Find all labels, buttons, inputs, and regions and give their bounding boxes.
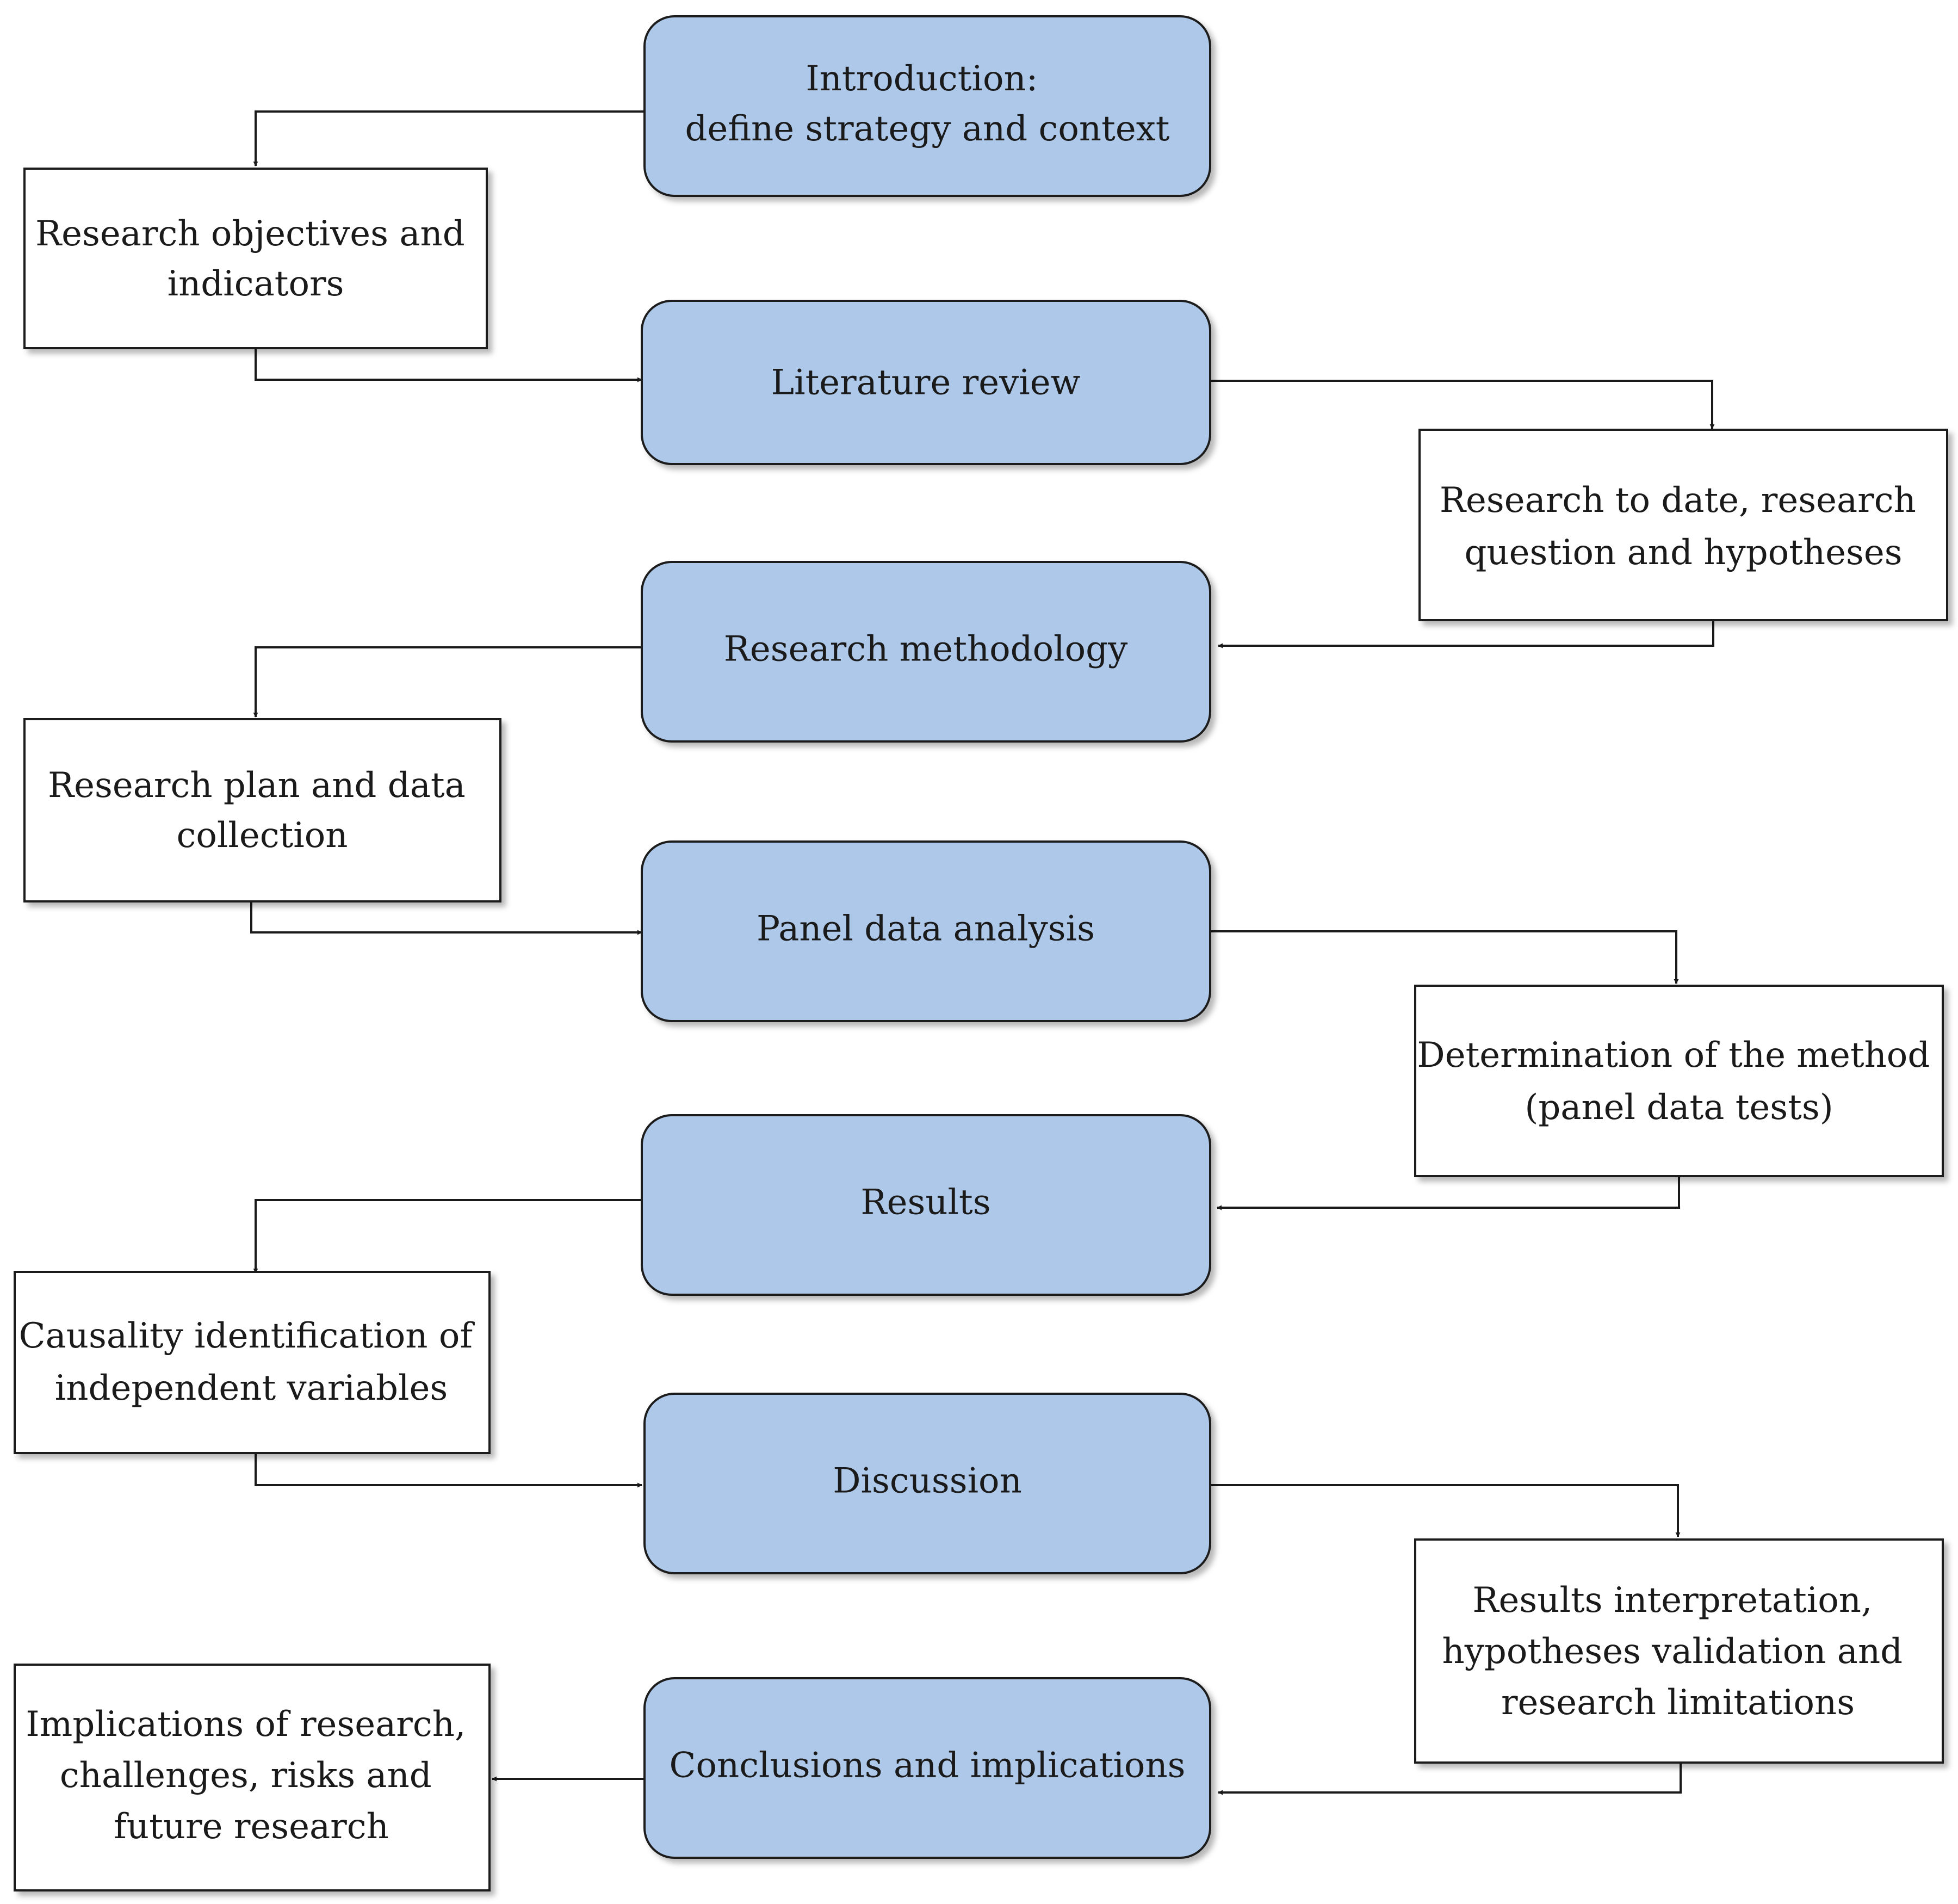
- stage-introduction: Introduction: define strategy and contex…: [643, 15, 1211, 197]
- note-research-objectives-label: Research objectives and indicators: [35, 214, 476, 304]
- stage-literature-review: Literature review: [641, 300, 1211, 465]
- stage-discussion-label: Discussion: [833, 1461, 1022, 1501]
- note-research-objectives: Research objectives and indicators: [23, 168, 488, 349]
- note-research-to-date-label: Research to date, research question and …: [1440, 480, 1927, 573]
- notes: Research objectives and indicators Resea…: [14, 168, 1948, 1891]
- note-research-to-date: Research to date, research question and …: [1418, 429, 1948, 621]
- connector-results-to-causality: [253, 1199, 645, 1274]
- note-causality-identification-label: Causality identification of independent …: [19, 1316, 484, 1408]
- connector-objectives-to-literature: [255, 349, 642, 382]
- connector-intro-to-objectives: [253, 110, 645, 166]
- note-research-plan: Research plan and data collection: [23, 718, 501, 902]
- connector-interpretation-to-conclusions: [1218, 1761, 1682, 1795]
- note-implications: Implications of research, challenges, ri…: [14, 1664, 491, 1891]
- connector-plan-to-panel-analysis: [250, 902, 642, 935]
- note-results-interpretation: Results interpretation, hypotheses valid…: [1414, 1538, 1944, 1764]
- stage-results: Results: [641, 1114, 1211, 1296]
- note-determination-method: Determination of the method (panel data …: [1414, 985, 1944, 1177]
- stage-research-methodology-label: Research methodology: [724, 629, 1128, 670]
- stage-conclusions-label: Conclusions and implications: [669, 1746, 1185, 1786]
- stage-panel-data-analysis: Panel data analysis: [641, 840, 1211, 1022]
- connector-panel-analysis-to-determination: [1210, 930, 1679, 984]
- connectors: [250, 110, 1715, 1795]
- stage-literature-review-label: Literature review: [771, 363, 1081, 403]
- note-causality-identification: Causality identification of independent …: [14, 1271, 491, 1454]
- note-research-plan-label: Research plan and data collection: [48, 765, 476, 856]
- connector-literature-to-research-to-date: [1210, 380, 1715, 429]
- connector-causality-to-discussion: [255, 1454, 642, 1488]
- connector-determination-to-results: [1217, 1175, 1680, 1210]
- stage-conclusions: Conclusions and implications: [643, 1677, 1211, 1859]
- stage-panel-data-analysis-label: Panel data analysis: [757, 909, 1095, 949]
- stage-discussion: Discussion: [643, 1393, 1211, 1574]
- note-results-interpretation-label: Results interpretation, hypotheses valid…: [1442, 1580, 1914, 1723]
- stages: Introduction: define strategy and contex…: [641, 15, 1211, 1859]
- stage-research-methodology: Research methodology: [641, 561, 1211, 743]
- connector-discussion-to-interpretation: [1210, 1484, 1681, 1537]
- connector-research-to-date-to-methodology: [1218, 620, 1714, 648]
- note-implications-label: Implications of research, challenges, ri…: [26, 1704, 476, 1847]
- connector-methodology-to-plan: [253, 646, 642, 718]
- stage-results-label: Results: [860, 1183, 990, 1223]
- note-determination-method-label: Determination of the method (panel data …: [1417, 1035, 1941, 1128]
- stage-introduction-label: Introduction: define strategy and contex…: [685, 59, 1169, 149]
